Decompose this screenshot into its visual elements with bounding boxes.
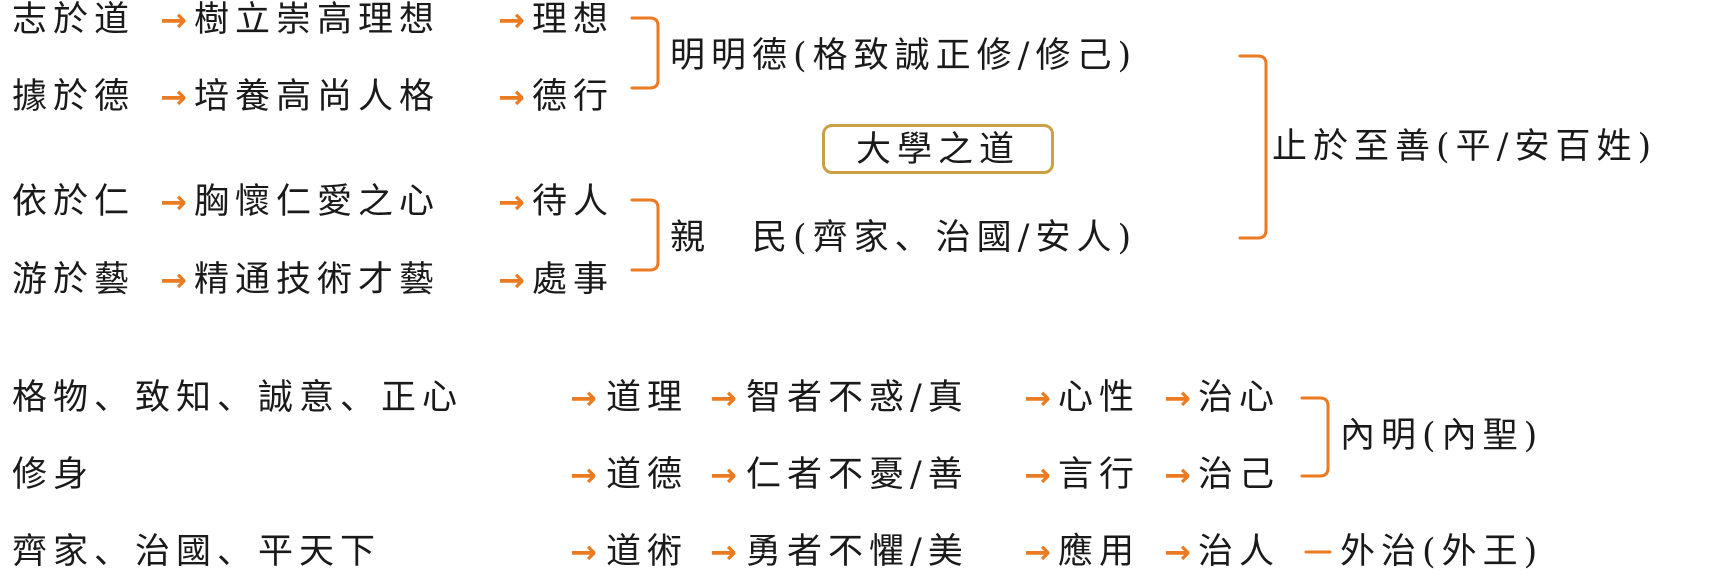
zhiyu-label: 止於至善(平/安百姓): [1272, 127, 1658, 167]
bottom-row-3-b: 道術: [606, 532, 689, 572]
bottom-row-2-a: 修身: [12, 455, 95, 495]
arrow-icon: →: [498, 183, 525, 221]
top-row-1-b: 樹立崇高理想: [194, 0, 441, 40]
top-row-3-a: 依於仁: [12, 182, 136, 222]
top-row-3-b: 胸懷仁愛之心: [194, 182, 441, 222]
arrow-icon: →: [570, 379, 597, 417]
arrow-icon: →: [160, 1, 187, 39]
top-row-2-b: 培養高尚人格: [194, 77, 441, 117]
top-row-1-a: 志於道: [12, 0, 136, 40]
arrow-icon: →: [1164, 533, 1191, 571]
qinmin-label: 親 民(齊家、治國/安人): [670, 218, 1138, 258]
neiming-label: 內明(內聖): [1340, 416, 1544, 456]
arrow-icon: →: [498, 1, 525, 39]
top-row-2-c: 德行: [532, 77, 615, 117]
bottom-row-2-e: 治己: [1198, 455, 1281, 495]
arrow-icon: →: [160, 78, 187, 116]
arrow-icon: →: [710, 379, 737, 417]
arrow-icon: →: [1164, 456, 1191, 494]
bottom-row-1-d: 心性: [1058, 378, 1141, 418]
bottom-row-2-d: 言行: [1058, 455, 1141, 495]
bottom-row-3-d: 應用: [1058, 532, 1141, 572]
bottom-row-3-e: 治人: [1198, 532, 1281, 572]
mingmingde-label: 明明德(格致誠正修/修己): [670, 36, 1138, 76]
title-box: 大學之道: [822, 124, 1054, 174]
top-row-4-c: 處事: [532, 260, 615, 300]
arrow-icon: →: [570, 533, 597, 571]
top-row-2-a: 據於德: [12, 77, 136, 117]
top-row-3-c: 待人: [532, 182, 615, 222]
bottom-row-1-e: 治心: [1198, 378, 1281, 418]
bottom-row-3-a: 齊家、治國、平天下: [12, 532, 382, 572]
top-row-4-b: 精通技術才藝: [194, 260, 441, 300]
arrow-icon: →: [1024, 456, 1051, 494]
bottom-row-1-b: 道理: [606, 378, 689, 418]
arrow-icon: →: [1164, 379, 1191, 417]
arrow-icon: →: [160, 183, 187, 221]
arrow-icon: →: [570, 456, 597, 494]
arrow-icon: →: [498, 261, 525, 299]
top-row-1-c: 理想: [532, 0, 615, 40]
bracket-qinmin: [630, 198, 660, 272]
bottom-row-1-c: 智者不惑/真: [746, 378, 969, 418]
arrow-icon: →: [1024, 379, 1051, 417]
bracket-neiming: [1300, 396, 1330, 478]
arrow-icon: →: [498, 78, 525, 116]
bottom-row-2-c: 仁者不憂/善: [746, 455, 969, 495]
bottom-row-3-c: 勇者不懼/美: [746, 532, 969, 572]
diagram-title: 大學之道: [855, 130, 1020, 170]
top-row-4-a: 游於藝: [12, 260, 136, 300]
arrow-icon: →: [1024, 533, 1051, 571]
arrow-icon: →: [710, 456, 737, 494]
bracket-zhiyu: [1238, 54, 1268, 240]
waizhi-label: 外治(外王): [1340, 532, 1544, 572]
arrow-icon: →: [160, 261, 187, 299]
bracket-mingmingde: [630, 16, 660, 90]
bottom-row-2-b: 道德: [606, 455, 689, 495]
bottom-row-1-a: 格物、致知、誠意、正心: [12, 378, 464, 418]
arrow-icon: →: [710, 533, 737, 571]
